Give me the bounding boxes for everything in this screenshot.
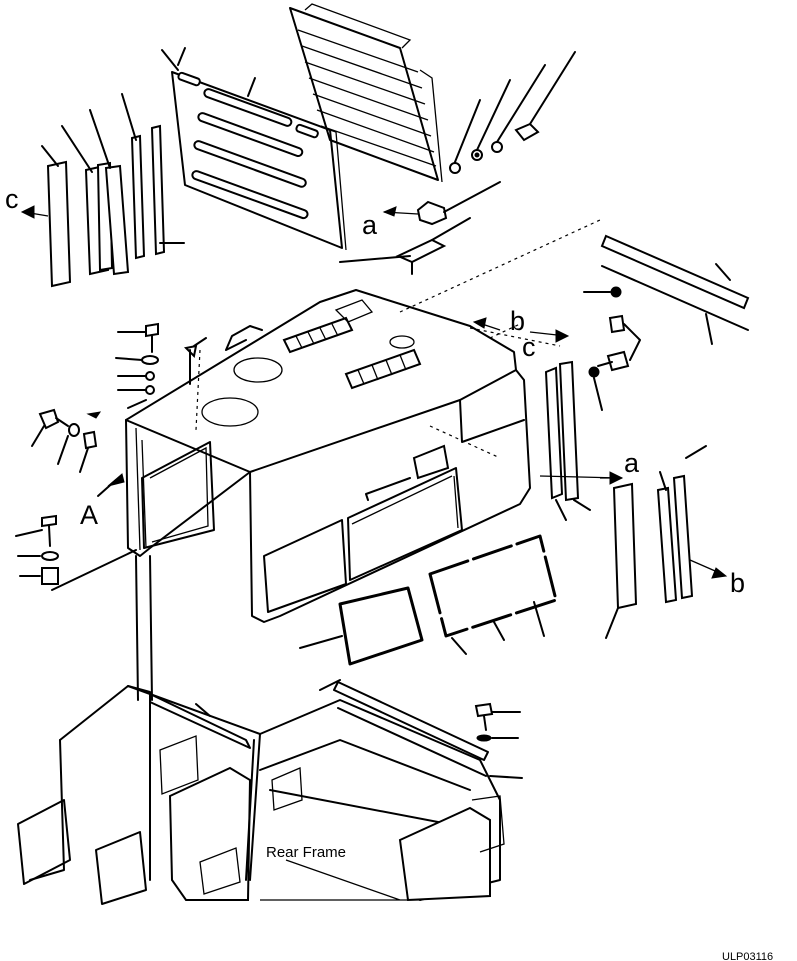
engine-hood [125,219,601,623]
top-vents [282,316,422,390]
frame-bolt [474,702,523,779]
clip-part-a: a [362,181,501,240]
label-b-top: b [510,306,525,336]
dimension-markers: b c [472,306,570,362]
rear-grille-panel [289,3,443,183]
small-bracket [339,217,471,275]
label-a-top: a [362,210,378,240]
door-seals [299,534,558,666]
top-fasteners [161,47,576,174]
label-view-a: A [80,500,98,530]
left-trim-strips: c [5,93,185,288]
right-side-trim: a b [539,234,750,639]
vertical-support [51,549,153,701]
label-a-right: a [624,448,640,478]
label-c-left: c [5,184,19,214]
label-b-right: b [730,568,745,598]
front-grille-panel [171,71,347,251]
label-c-top: c [522,332,536,362]
drawing-id: ULP03116 [722,951,773,961]
left-fasteners: A [15,322,207,585]
rear-frame: Rear Frame [17,679,505,905]
label-rear-frame: Rear Frame [266,844,346,861]
